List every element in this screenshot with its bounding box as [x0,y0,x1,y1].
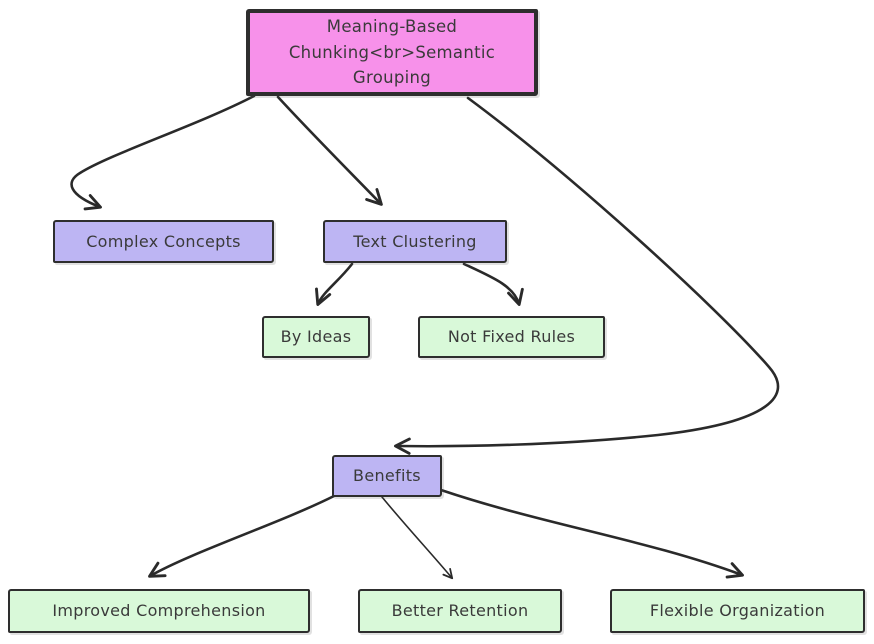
node-label: Flexible Organization [649,601,826,620]
node-meaning-based-chunking: Meaning-Based Chunking<br>Semantic Group… [246,9,538,96]
node-improved-comprehension: Improved Comprehension [8,589,310,633]
node-complex-concepts: Complex Concepts [53,220,274,263]
edge-text-clustering-to-not-fixed-rules [462,262,524,306]
node-text-clustering: Text Clustering [323,220,507,263]
node-benefits: Benefits [332,455,442,497]
node-label: Improved Comprehension [52,601,266,620]
node-flexible-organization: Flexible Organization [610,589,865,633]
node-label: By Ideas [280,327,352,346]
edge-root-to-text-clustering [276,95,383,206]
node-better-retention: Better Retention [358,589,562,633]
edge-benefits-to-better-retention [381,496,454,580]
node-label: Complex Concepts [86,231,241,251]
node-label: Not Fixed Rules [447,327,576,346]
node-label: Better Retention [391,601,529,620]
node-label: Benefits [353,466,421,485]
edge-text-clustering-to-by-ideas [315,262,354,306]
edge-benefits-to-improved-comprehension [148,494,336,578]
node-not-fixed-rules: Not Fixed Rules [418,316,605,358]
node-by-ideas: By Ideas [262,316,370,358]
node-label: Meaning-Based Chunking<br>Semantic Group… [288,17,496,88]
edge-root-to-complex-concepts [70,94,256,211]
edge-root-to-benefits [394,96,780,455]
node-label: Text Clustering [353,231,477,251]
edge-benefits-to-flexible-organization [439,488,744,579]
